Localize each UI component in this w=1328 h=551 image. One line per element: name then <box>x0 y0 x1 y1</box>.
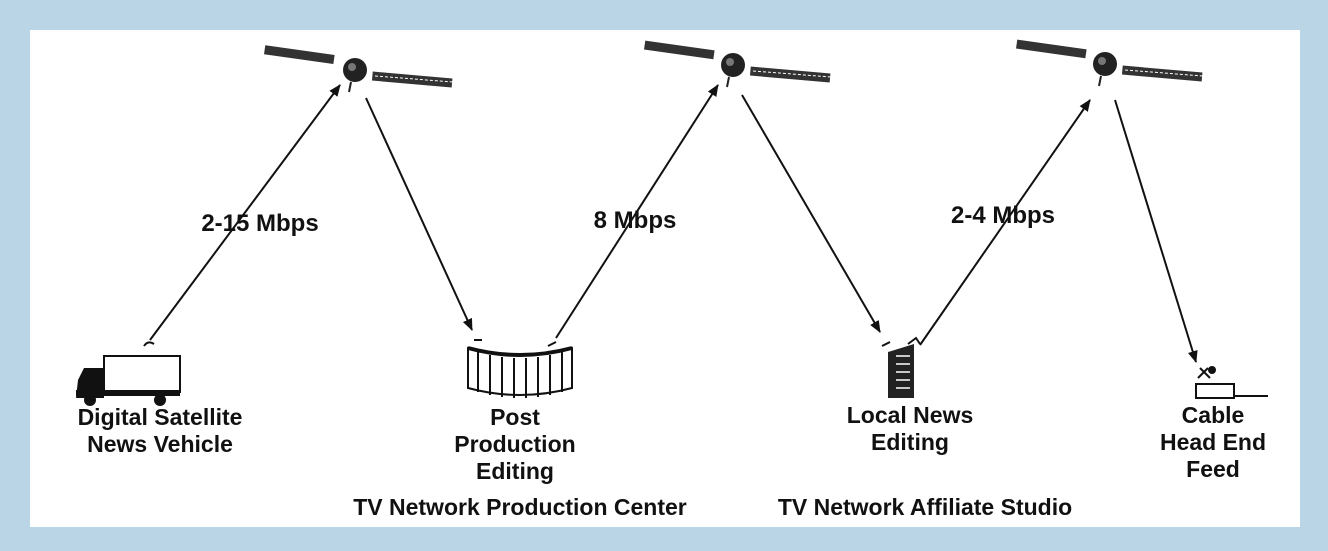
cable-headend-label-line: Feed <box>1186 456 1240 482</box>
truck-icon <box>76 355 181 406</box>
downlink-arrow <box>365 97 473 331</box>
local-news-label: Local News Editing <box>815 402 1005 456</box>
post-production-label-line: Production <box>454 431 576 457</box>
vehicle-label-line: News Vehicle <box>87 431 233 457</box>
post-production-label: Post Production Editing <box>420 404 610 485</box>
cable-headend-label-line: Head End <box>1159 429 1267 455</box>
link-rate-label: 8 Mbps <box>593 207 677 234</box>
local-news-label-line: Local News <box>846 402 974 428</box>
dish-icon <box>474 339 557 347</box>
local-news-label-line: Editing <box>871 429 949 455</box>
dish-icon <box>881 341 891 347</box>
post-production-label-line: Editing <box>476 458 554 484</box>
uplink-arrow <box>555 84 719 339</box>
uplink-arrow <box>919 99 1091 346</box>
diagram-panel <box>30 30 1300 527</box>
dish-icon <box>143 341 155 347</box>
cable-headend-label: Cable Head End Feed <box>1148 402 1278 483</box>
satellite-icon <box>262 45 454 93</box>
downlink-arrow <box>741 94 881 333</box>
vehicle-label-line: Digital Satellite <box>77 404 243 430</box>
link-rate-label: 2-15 Mbps <box>201 210 319 237</box>
uplink-arrow <box>149 84 341 341</box>
cable-headend-label-line: Cable <box>1181 402 1245 428</box>
link-rate-label: 2-4 Mbps <box>950 202 1055 229</box>
post-production-label-line: Post <box>490 404 540 430</box>
production-center-label: TV Network Production Center <box>353 494 687 520</box>
studio-building-icon <box>888 336 921 398</box>
cable-headend-icon <box>1195 366 1268 399</box>
downlink-arrow <box>1114 99 1198 363</box>
satellite-icon <box>1014 39 1204 87</box>
vehicle-label: Digital Satellite News Vehicle <box>40 404 280 458</box>
satellite-icon <box>642 40 832 88</box>
affiliate-studio-label: TV Network Affiliate Studio <box>777 494 1073 520</box>
edit-suite-icon <box>467 346 573 398</box>
